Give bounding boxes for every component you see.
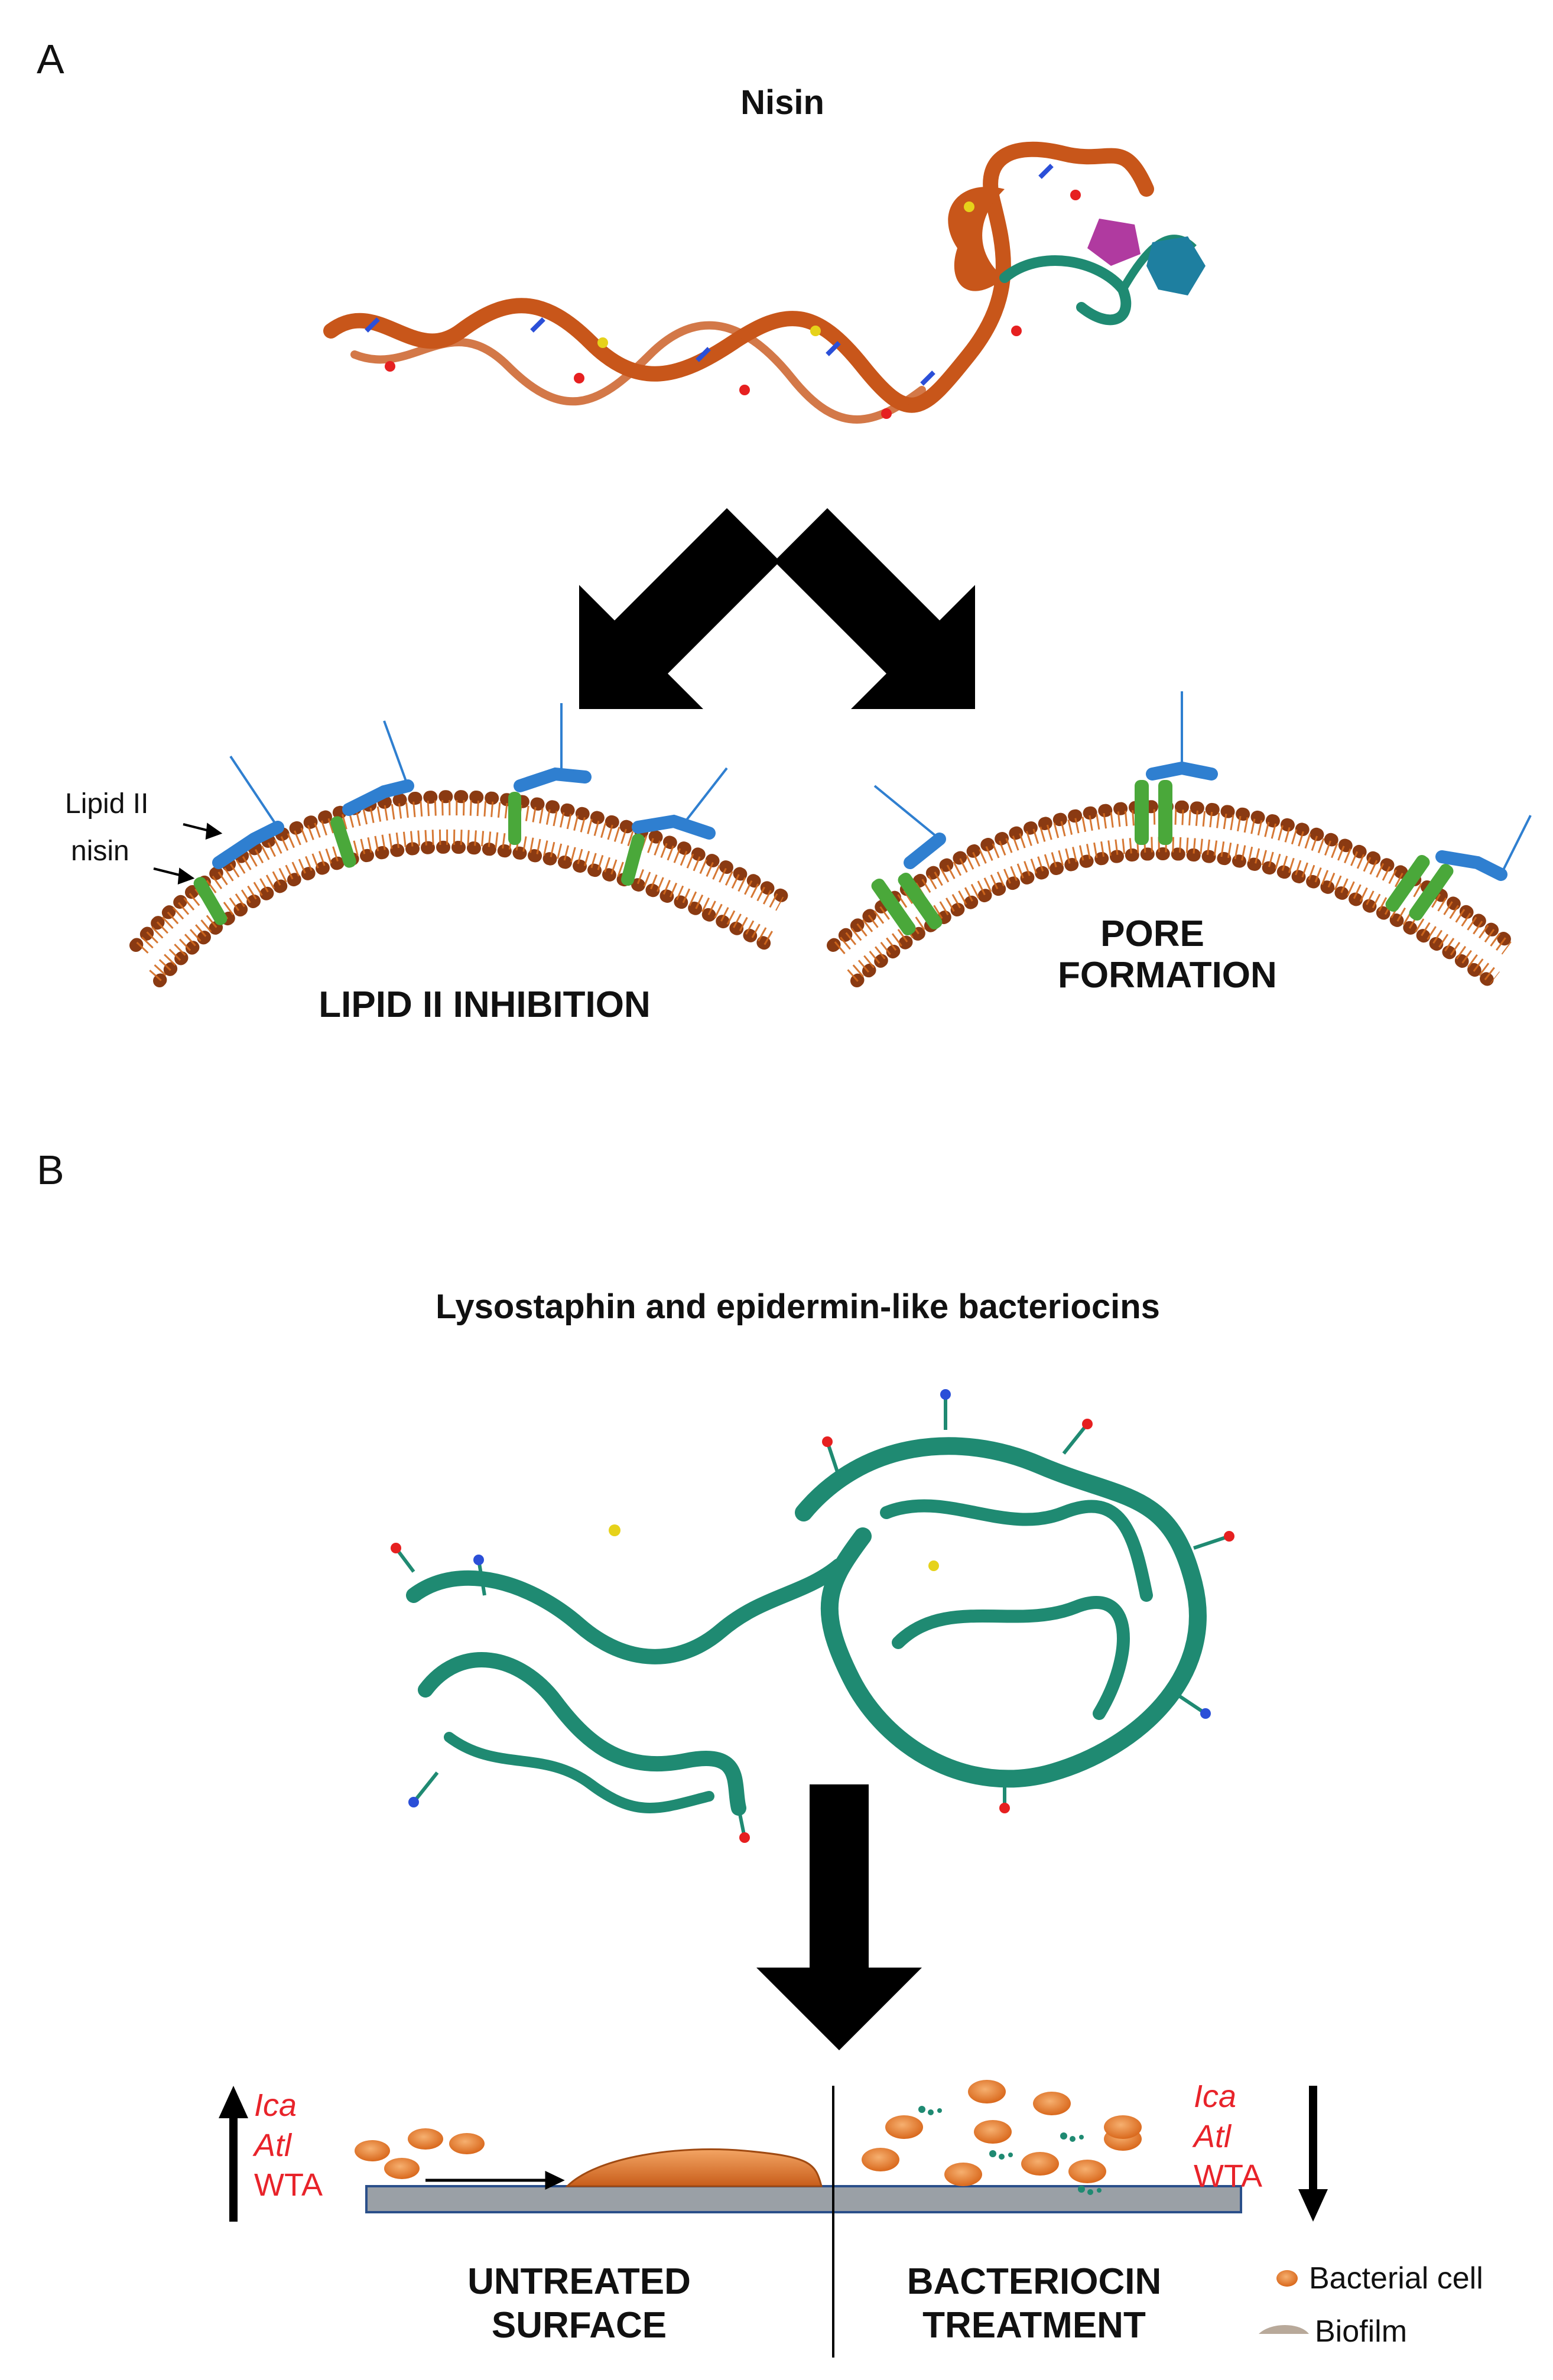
biofilm-icon bbox=[1259, 2325, 1309, 2334]
gene-wta-right: WTA bbox=[1194, 2158, 1262, 2194]
treatment-label-1: BACTERIOCIN bbox=[907, 2261, 1162, 2302]
down-arrow-small bbox=[1298, 2086, 1328, 2222]
down-arrow bbox=[756, 1784, 922, 2050]
arrow-to-lipid-inhibition bbox=[579, 508, 780, 709]
lysostaphin-atoms bbox=[391, 1389, 1234, 1843]
legend-icons bbox=[1259, 2270, 1309, 2334]
lysostaphin-structure bbox=[406, 1437, 1207, 1816]
lysostaphin-sidechains bbox=[394, 1394, 1230, 1838]
bacterial-cells-untreated bbox=[355, 2128, 485, 2179]
lipid2-nisin-complexes-left bbox=[193, 703, 728, 925]
gene-list-right: Ica Atl WTA bbox=[1194, 2077, 1262, 2197]
legend-biofilm: Biofilm bbox=[1315, 2314, 1408, 2349]
pore-complexes bbox=[871, 691, 1532, 936]
gene-ica-left: Ica bbox=[254, 2088, 297, 2123]
lysostaphin-title: Lysostaphin and epidermin-like bacterioc… bbox=[436, 1287, 1160, 1326]
gene-ica-right: Ica bbox=[1194, 2079, 1237, 2114]
lipid-inhibition-label: LIPID II INHIBITION bbox=[319, 984, 651, 1025]
nisin-structure bbox=[323, 141, 1206, 424]
untreated-label-2: SURFACE bbox=[491, 2305, 667, 2346]
gene-wta-left: WTA bbox=[254, 2167, 323, 2203]
nisin-title: Nisin bbox=[740, 83, 824, 122]
membrane-left bbox=[129, 790, 792, 987]
gene-atl-left: Atl bbox=[254, 2127, 292, 2163]
lipid2-annotation: Lipid II bbox=[65, 788, 149, 820]
bacterial-cell-icon bbox=[1276, 2270, 1298, 2287]
bacterial-cells-treated bbox=[862, 2080, 1142, 2186]
up-arrow bbox=[219, 2086, 248, 2222]
pore-formation-label-2: FORMATION bbox=[1058, 955, 1277, 996]
surface-scene bbox=[219, 2080, 1328, 2358]
annotation-arrows bbox=[153, 822, 223, 885]
pore-formation-label-1: PORE bbox=[1100, 913, 1204, 954]
gene-atl-right: Atl bbox=[1194, 2118, 1232, 2154]
untreated-label-1: UNTREATED bbox=[467, 2261, 691, 2302]
arrow-to-pore-formation bbox=[774, 508, 975, 709]
bacteriocin-molecules bbox=[918, 2106, 1102, 2195]
treatment-label-2: TREATMENT bbox=[922, 2305, 1146, 2346]
legend-bacterial-cell: Bacterial cell bbox=[1309, 2261, 1483, 2296]
panel-a-letter: A bbox=[37, 36, 64, 82]
nisin-annotation: nisin bbox=[71, 835, 129, 867]
gene-list-left: Ica Atl WTA bbox=[254, 2086, 323, 2206]
attachment-arrow bbox=[425, 2171, 565, 2190]
panel-b-letter: B bbox=[37, 1147, 64, 1193]
